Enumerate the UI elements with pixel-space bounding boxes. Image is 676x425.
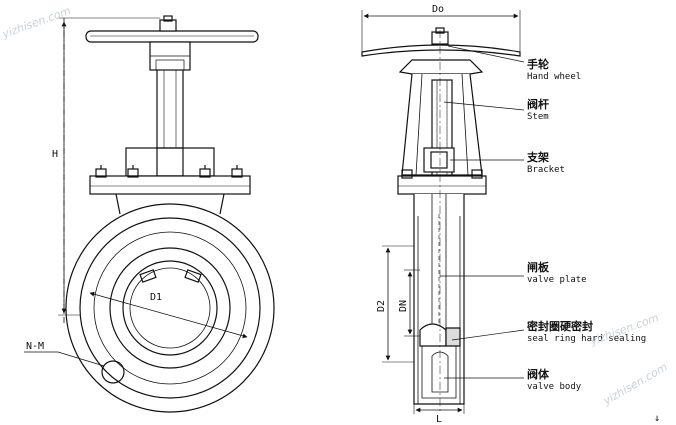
front-yoke [149, 41, 191, 71]
callout-hand-wheel: 手轮 Hand wheel [527, 57, 581, 82]
dimension-h: H [52, 149, 58, 160]
label-nm: N-M [26, 341, 44, 352]
side-view [361, 10, 525, 414]
callout-label-en: Stem [527, 112, 549, 122]
dimension-l: L [436, 414, 442, 425]
callout-label-cn: 阀杆 [527, 97, 549, 111]
callout-label-cn: 支架 [526, 150, 549, 164]
callout-label-en: seal ring hard sealing [527, 334, 646, 344]
callout-seal-ring: 密封圈硬密封 seal ring hard sealing [527, 319, 646, 344]
dimension-dn: DN [398, 300, 409, 312]
watermark: yizhisen.com [0, 4, 73, 41]
front-view [24, 15, 275, 413]
callout-label-cn: 密封圈硬密封 [527, 319, 593, 333]
callout-label-cn: 手轮 [527, 57, 549, 71]
callout-valve-plate: 闸板 valve plate [527, 260, 587, 285]
dimension-do: Do [432, 4, 444, 15]
callout-label-en: Bracket [527, 165, 565, 175]
footer-mark: ↓ [654, 413, 660, 424]
callout-label-cn: 阀体 [527, 367, 550, 381]
side-body [413, 194, 465, 405]
watermark: yizhisen.com [600, 360, 670, 408]
callout-label-en: Hand wheel [527, 72, 581, 82]
side-yoke [398, 59, 484, 176]
callout-stem: 阀杆 Stem [527, 97, 549, 122]
callout-label-en: valve body [527, 382, 582, 392]
side-handwheel [361, 27, 521, 57]
callout-bracket: 支架 Bracket [526, 150, 565, 175]
dimension-d1: D1 [150, 292, 162, 303]
front-bracket [89, 147, 251, 195]
dimension-d2: D2 [376, 300, 387, 312]
front-body [65, 203, 275, 413]
callout-label-cn: 闸板 [527, 260, 550, 274]
callout-label-en: valve plate [527, 275, 587, 285]
front-handwheel [85, 15, 259, 43]
callout-valve-body: 阀体 valve body [527, 367, 582, 392]
